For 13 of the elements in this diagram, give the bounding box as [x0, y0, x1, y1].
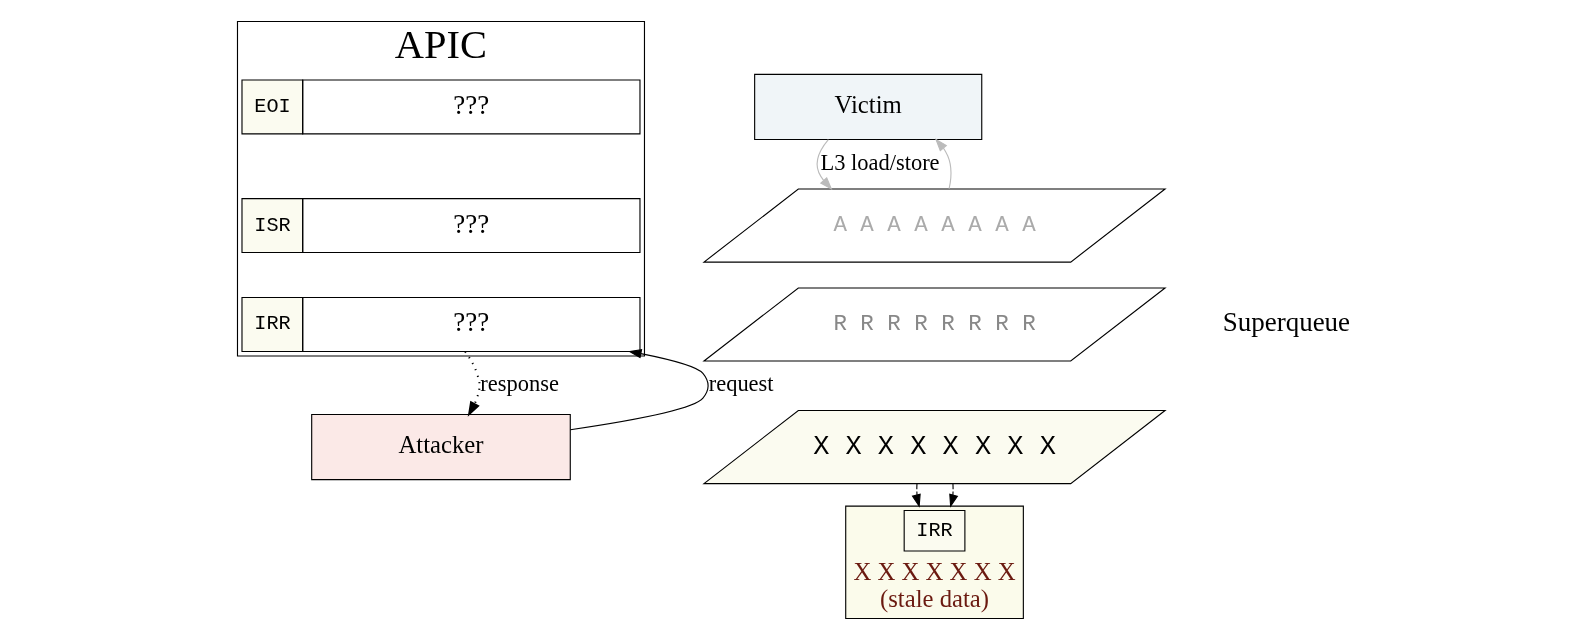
- node-box: Attacker: [311, 413, 571, 481]
- node-box: Victim: [754, 73, 983, 141]
- edge-label: L3 load/store: [820, 149, 940, 175]
- arrow: [911, 483, 921, 508]
- label: Superqueue: [1222, 307, 1351, 338]
- arrow: [816, 139, 833, 191]
- arrow: [934, 138, 952, 190]
- node-box: IRR: [903, 510, 966, 552]
- edge-label: response: [480, 371, 559, 397]
- arrow: [464, 351, 481, 417]
- arrow: [569, 349, 709, 431]
- arrow: [949, 483, 959, 508]
- edge-label: request: [708, 371, 774, 397]
